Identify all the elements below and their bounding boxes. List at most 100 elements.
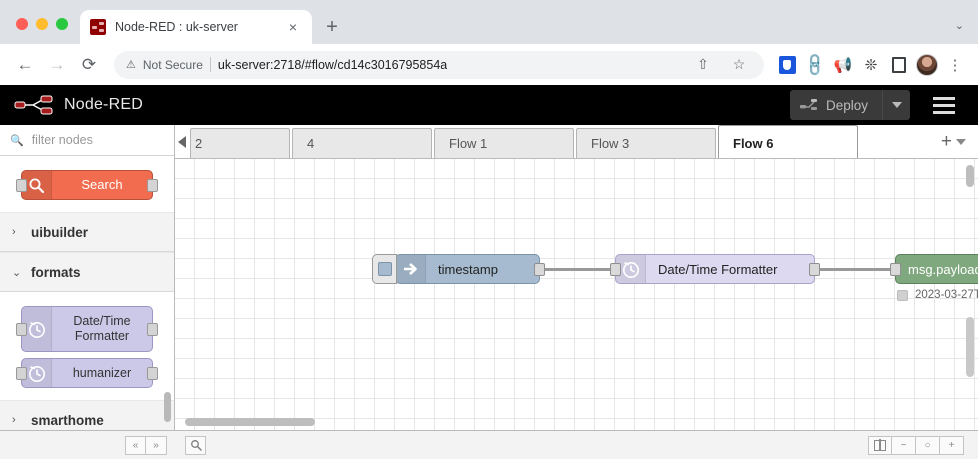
scroll-tabs-left-button[interactable]	[175, 125, 189, 158]
palette-scrollbar[interactable]	[164, 392, 171, 422]
share-icon[interactable]: ⇧	[697, 56, 709, 72]
flow-node-debug[interactable]: msg.payload	[890, 254, 978, 284]
flow-tab-flow-6[interactable]: Flow 6	[718, 125, 858, 158]
palette-group-label: smarthome	[31, 412, 104, 428]
canvas-vertical-scrollbar[interactable]	[966, 165, 974, 187]
main-menu-button[interactable]	[924, 96, 964, 114]
palette-node-search[interactable]: Search	[16, 170, 158, 200]
security-label: Not Secure	[142, 57, 203, 72]
chevron-down-icon	[891, 102, 902, 108]
node-input-port[interactable]	[16, 322, 27, 336]
clock-icon	[22, 307, 52, 351]
palette-group-label: uibuilder	[31, 224, 88, 240]
palette-node-humanizer[interactable]: humanizer	[16, 358, 158, 388]
close-window-button[interactable]	[16, 18, 28, 30]
window-traffic-lights	[12, 18, 80, 44]
flow-node-status: 2023-03-27T10:12:46.986Z	[897, 289, 978, 301]
search-flows-button[interactable]	[185, 435, 206, 455]
browser-chrome: Node-RED : uk-server × + ⌄ ← → ⟳ ⚠ Not S…	[0, 0, 978, 85]
palette-group-smarthome[interactable]: › smarthome	[0, 400, 174, 430]
palette-search-bar[interactable]: 🔍	[0, 125, 174, 156]
collapse-all-button[interactable]: «	[125, 435, 146, 455]
node-output-port[interactable]	[147, 366, 158, 380]
megaphone-extension-icon[interactable]: 📢	[833, 56, 853, 74]
back-button[interactable]: ←	[16, 54, 34, 74]
node-output-port[interactable]	[147, 178, 158, 192]
reload-button[interactable]: ⟳	[81, 54, 97, 74]
flow-tab-bar: 2 4 Flow 1 Flow 3 Flow 6 +	[175, 125, 978, 159]
node-output-port[interactable]	[147, 322, 158, 336]
hamburger-icon	[933, 110, 955, 114]
status-text: 2023-03-27T10:12:46.986Z	[915, 289, 978, 301]
palette-search-node-area: Search	[0, 156, 174, 212]
avatar[interactable]	[914, 52, 940, 78]
search-icon: 🔍	[10, 134, 24, 147]
filter-nodes-input[interactable]	[29, 132, 164, 148]
node-output-port[interactable]	[809, 263, 820, 276]
footer-middle-group	[175, 435, 206, 455]
zoom-out-button[interactable]: −	[892, 435, 916, 455]
palette-node-date-time-formatter[interactable]: Date/Time Formatter	[16, 306, 158, 352]
footer-right-group: − ○ +	[868, 435, 972, 455]
flow-tab-2[interactable]: 2	[190, 128, 290, 158]
wire-inject-to-format[interactable]	[535, 268, 621, 271]
node-input-port[interactable]	[890, 263, 901, 276]
magnifier-icon	[22, 171, 52, 199]
clock-icon	[616, 255, 646, 283]
node-output-port[interactable]	[534, 263, 545, 276]
node-input-port[interactable]	[16, 178, 27, 192]
chevron-right-icon: ›	[12, 226, 16, 238]
node-red-favicon-icon	[90, 19, 106, 35]
node-red-logo-icon	[14, 94, 54, 116]
palette-node-label: Date/Time Formatter	[73, 314, 131, 343]
close-icon[interactable]: ×	[288, 19, 298, 35]
deploy-button[interactable]: Deploy	[789, 90, 882, 120]
footer-left-group: « »	[6, 435, 175, 455]
canvas-horizontal-scrollbar[interactable]	[185, 418, 315, 426]
palette-group-uibuilder[interactable]: › uibuilder	[0, 212, 174, 252]
inject-trigger-button[interactable]	[372, 254, 397, 284]
node-input-port[interactable]	[16, 366, 27, 380]
add-flow-button[interactable]: +	[940, 131, 952, 152]
flow-list-menu-button[interactable]	[956, 138, 966, 145]
bookmark-star-icon[interactable]: ☆	[732, 56, 746, 72]
chevron-right-icon: ›	[12, 414, 16, 426]
omnibox-divider	[209, 57, 211, 72]
browser-menu-button[interactable]: ⋮	[947, 56, 963, 74]
maximize-window-button[interactable]	[56, 18, 68, 30]
node-palette: 🔍 Search › uib	[0, 125, 175, 430]
flow-canvas[interactable]: timestamp Date/Time Formatter	[175, 159, 978, 430]
chevron-down-icon[interactable]: ⌄	[954, 20, 964, 32]
puzzle-extension-icon[interactable]: ❊	[864, 56, 878, 74]
minimize-window-button[interactable]	[36, 18, 48, 30]
hamburger-icon	[933, 103, 955, 107]
node-input-port[interactable]	[610, 263, 621, 276]
browser-tab[interactable]: Node-RED : uk-server ×	[80, 10, 312, 44]
expand-all-button[interactable]: »	[146, 435, 167, 455]
address-bar[interactable]: ⚠ Not Secure uk-server:2718/#flow/cd14c3…	[114, 50, 764, 79]
shield-extension-icon[interactable]	[774, 52, 800, 78]
flow-node-label: Date/Time Formatter	[658, 261, 778, 277]
palette-group-formats[interactable]: ⌄ formats	[0, 252, 174, 292]
flow-node-date-time-formatter[interactable]: Date/Time Formatter	[610, 254, 820, 284]
forward-button[interactable]: →	[48, 54, 66, 74]
new-tab-button[interactable]: +	[326, 15, 338, 38]
palette-group-formats-items: Date/Time Formatter humanizer	[0, 292, 174, 400]
workspace: 🔍 Search › uib	[0, 125, 978, 430]
link-extension-icon[interactable]: 🔗	[802, 51, 829, 78]
navigator-toggle-button[interactable]	[868, 435, 892, 455]
wire-format-to-debug[interactable]	[815, 268, 901, 271]
square-extension-icon[interactable]	[886, 52, 912, 78]
zoom-reset-button[interactable]: ○	[916, 435, 940, 455]
flow-tab-flow-1[interactable]: Flow 1	[434, 128, 574, 158]
canvas-vertical-scrollbar-secondary[interactable]	[966, 317, 974, 377]
deploy-options-button[interactable]	[882, 90, 910, 120]
flow-tabs-list: 2 4 Flow 1 Flow 3 Flow 6	[189, 125, 933, 158]
zoom-in-button[interactable]: +	[940, 435, 964, 455]
flow-tab-4[interactable]: 4	[292, 128, 432, 158]
flow-node-inject[interactable]: timestamp	[372, 254, 545, 284]
flow-node-label: msg.payload	[908, 261, 978, 277]
flow-tab-actions: +	[933, 125, 978, 158]
deploy-icon	[799, 98, 818, 112]
flow-tab-flow-3[interactable]: Flow 3	[576, 128, 716, 158]
